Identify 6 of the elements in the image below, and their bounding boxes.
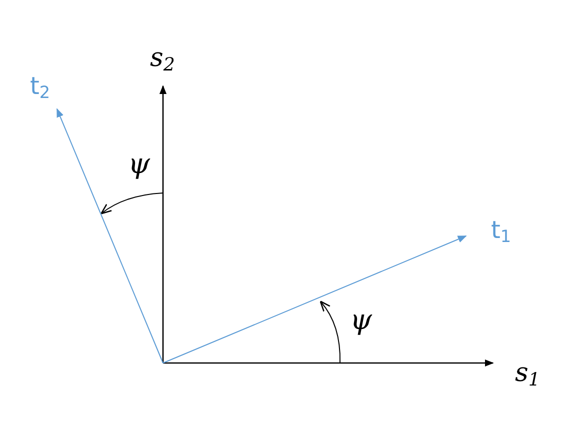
angle-label: ψ [350, 306, 372, 334]
axis-label: t$_{2}$ [30, 74, 50, 101]
axis-label: s$_{2}$ [150, 45, 175, 75]
axis-label: s$_{1}$ [515, 360, 540, 390]
axis-label: t$_{1}$ [491, 218, 512, 245]
angle-label: ψ [128, 150, 150, 178]
